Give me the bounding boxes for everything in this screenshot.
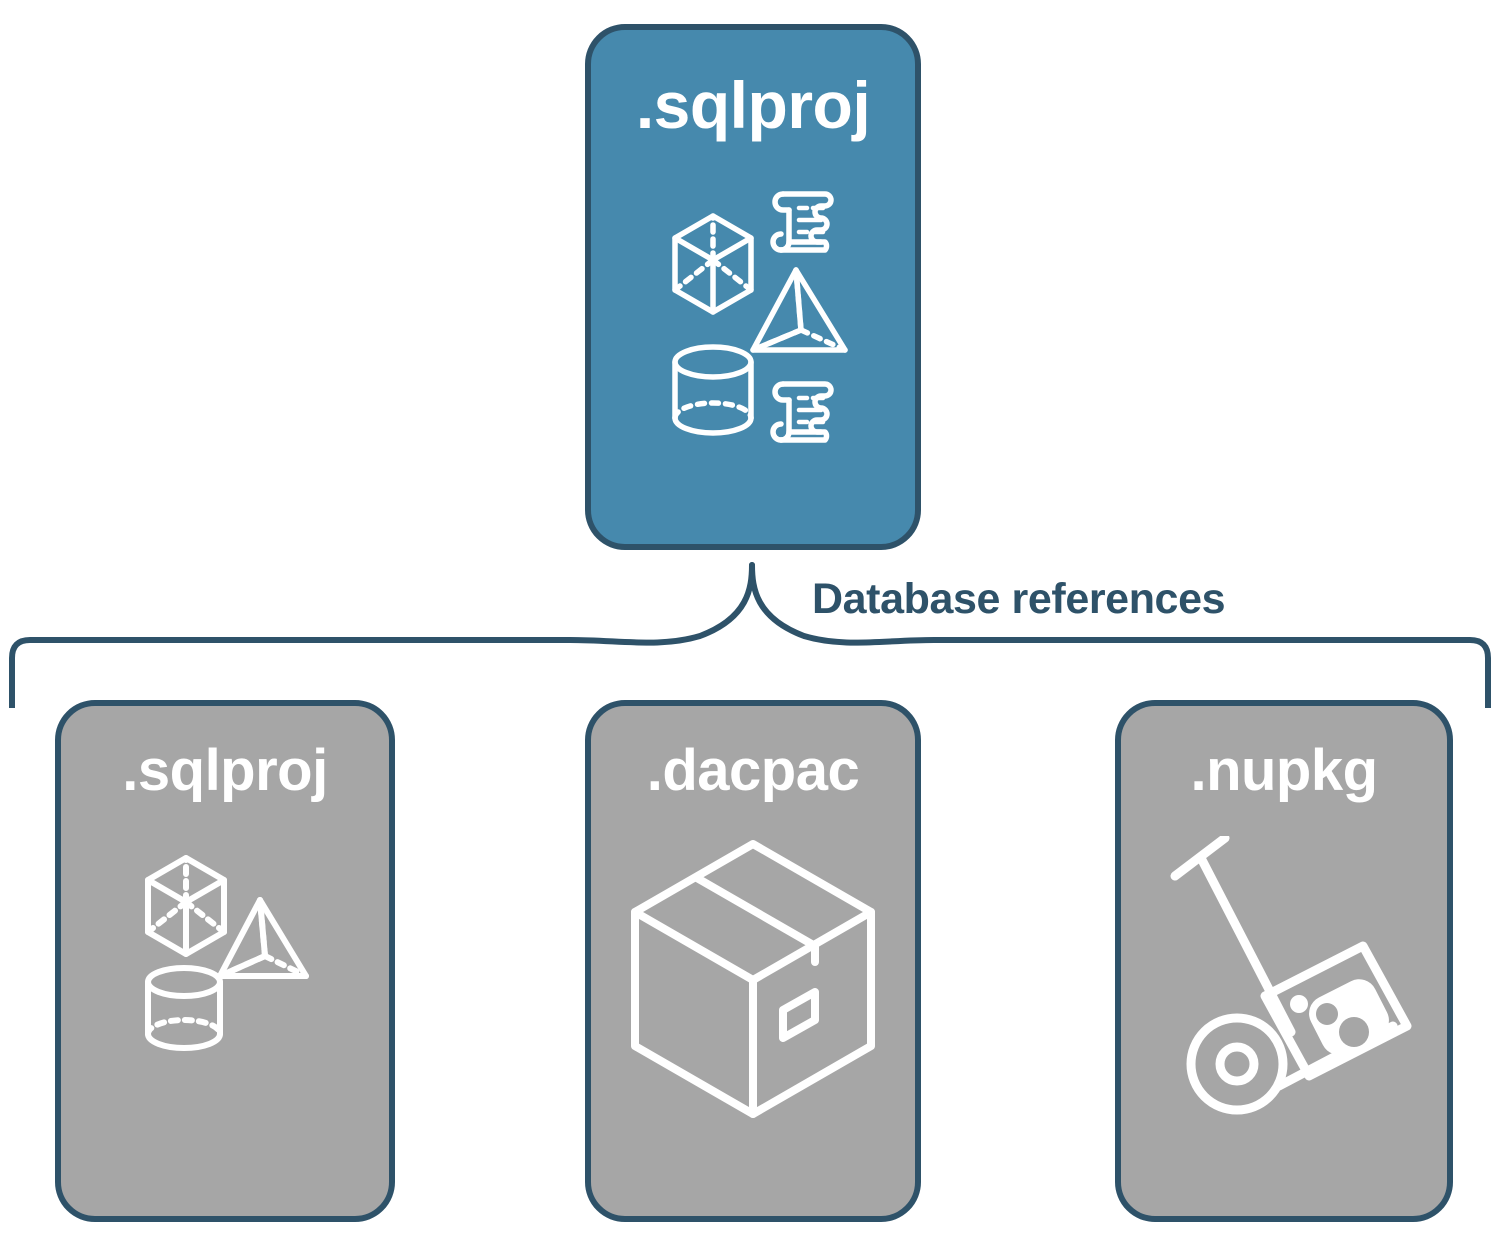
connector-label: Database references xyxy=(812,575,1226,623)
node-dacpac[interactable]: .dacpac xyxy=(585,700,921,1222)
node-sqlproj-reference[interactable]: .sqlproj xyxy=(55,700,395,1222)
hand-truck-icon xyxy=(1170,836,1412,1115)
node-nupkg[interactable]: .nupkg xyxy=(1115,700,1453,1222)
database-references-brace xyxy=(9,562,1491,708)
package-box-icon xyxy=(631,840,875,1118)
node-sqlproj-reference-label: .sqlproj xyxy=(122,738,328,803)
node-sqlproj-root-label: .sqlproj xyxy=(635,68,871,142)
shapes-and-scrolls-icon xyxy=(672,191,848,443)
node-dacpac-label: .dacpac xyxy=(646,738,860,803)
node-sqlproj-root[interactable]: .sqlproj xyxy=(585,24,921,550)
shapes-icon xyxy=(145,855,309,1051)
node-nupkg-label: .nupkg xyxy=(1190,738,1378,803)
